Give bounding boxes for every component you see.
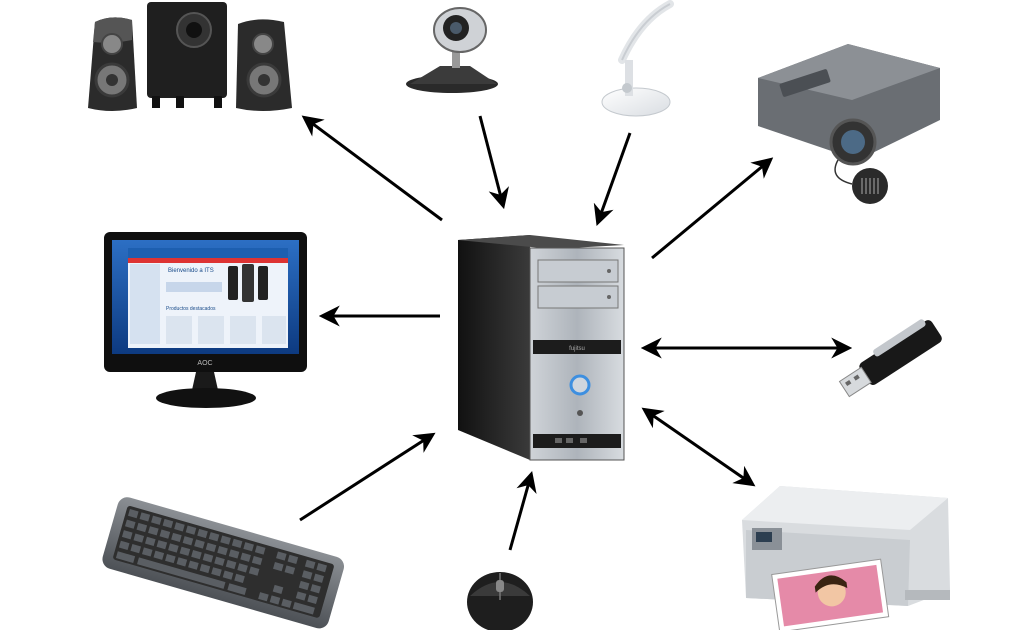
keyboard xyxy=(102,497,345,629)
optical-drive-2 xyxy=(537,285,619,309)
optical-drive-1 xyxy=(537,259,619,283)
arrow-from-keyboard xyxy=(299,432,436,522)
tower-brand-label: fujitsu xyxy=(569,346,585,352)
arrow-printer-bidirectional xyxy=(641,407,756,487)
arrow-from-mouse xyxy=(508,470,537,551)
mouse xyxy=(467,572,533,630)
computer-tower: fujitsu xyxy=(458,235,625,461)
usb-flash-drive xyxy=(838,319,942,398)
power-button-icon xyxy=(569,374,591,396)
projector xyxy=(758,44,940,204)
printer-scanner xyxy=(742,486,950,630)
monitor-screen-subtitle: Productos destacados xyxy=(166,306,216,312)
speakers xyxy=(88,2,292,111)
desk-lamp xyxy=(601,0,674,117)
monitor-screen-title: Bienvenido a ITS xyxy=(168,268,214,274)
webcam xyxy=(406,7,498,93)
connection-arrows xyxy=(299,115,853,551)
monitor-brand: AOC xyxy=(197,360,212,367)
arrow-from-lamp xyxy=(593,132,632,226)
arrow-to-speakers xyxy=(301,115,443,222)
monitor: Bienvenido a ITS Productos destacados AO… xyxy=(104,232,307,408)
printed-photo xyxy=(771,558,890,630)
arrow-from-webcam xyxy=(478,115,509,210)
arrow-to-projector xyxy=(651,157,774,260)
